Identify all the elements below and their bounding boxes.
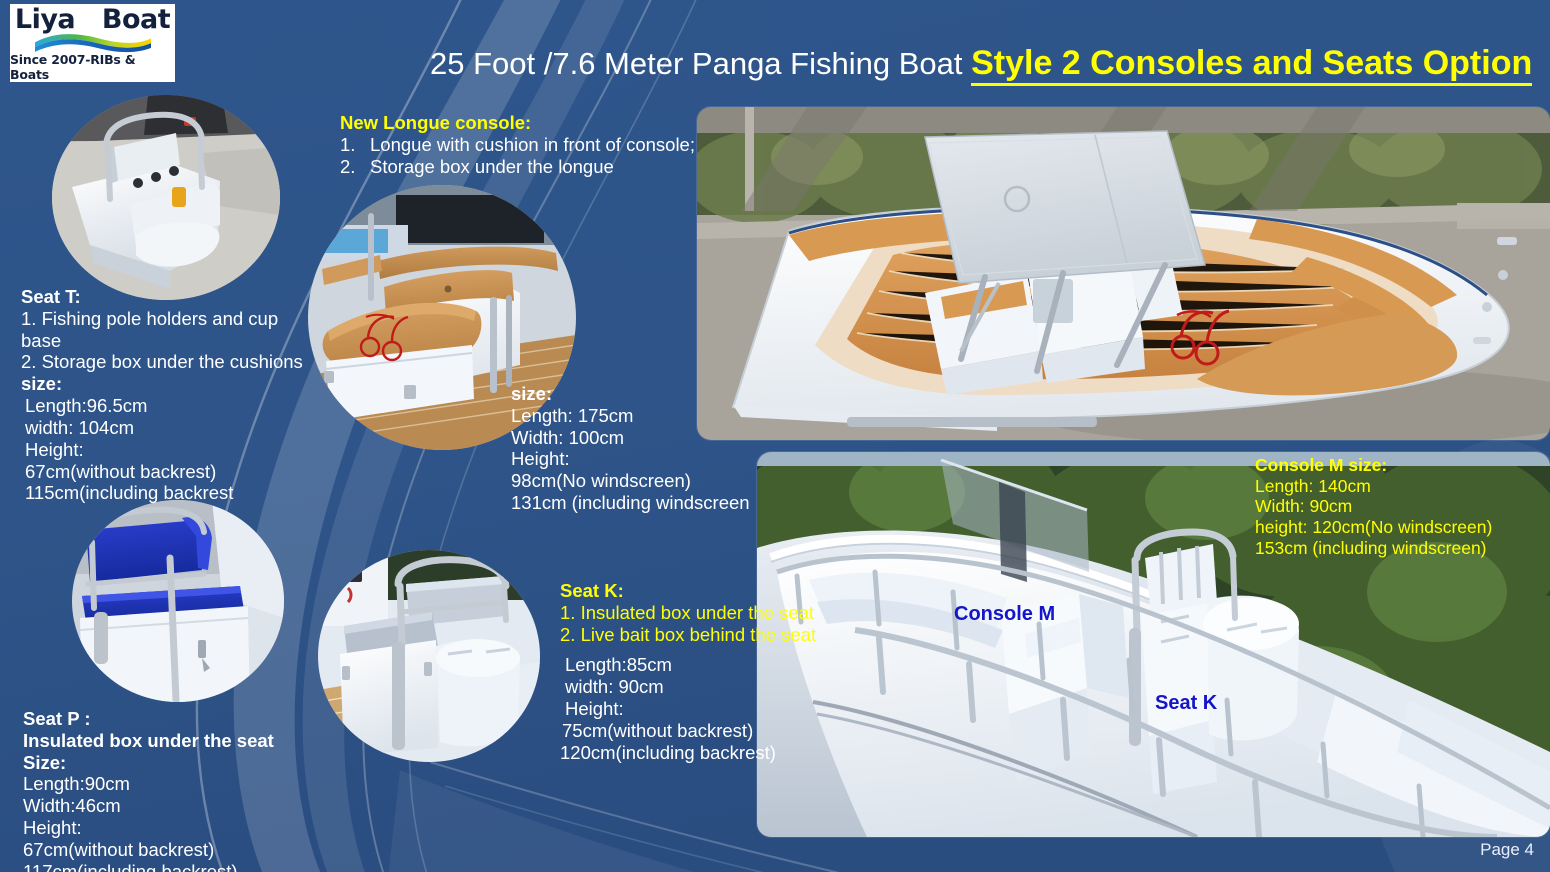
- seat-t-spec-2: width: 104cm: [25, 416, 134, 438]
- seat-t-feature-2: 2. Storage box under the cushions: [21, 351, 303, 373]
- console-m-spec-2: Width: 90cm: [1255, 496, 1353, 517]
- seat-t-spec-4: 67cm(without backrest): [25, 460, 217, 482]
- seat-p-title: Seat P :: [23, 708, 91, 729]
- longue-spec-4: 98cm(No windscreen): [511, 470, 691, 492]
- longue-console-list: 1. Longue with cushion in front of conso…: [340, 134, 710, 178]
- seat-k-title: Seat K:: [560, 580, 624, 601]
- seat-k-spec-3: Height:: [565, 698, 624, 720]
- longue-item-2-text: Storage box under the longue: [370, 155, 614, 177]
- seat-p-block: Seat P : Insulated box under the seat Si…: [23, 708, 323, 872]
- seat-p-spec-4: 67cm(without backrest): [23, 838, 215, 860]
- seat-p-spec-5: 117cm(including backrest): [23, 860, 238, 872]
- photo-seat-k: [318, 550, 540, 762]
- longue-spec-2: Width: 100cm: [511, 426, 625, 448]
- logo-dot-icon: [84, 4, 93, 35]
- seat-k-feature-1: 1. Insulated box under the seat: [560, 601, 815, 623]
- logo-tagline: Since 2007-RIBs & Boats: [10, 52, 136, 82]
- photo-seat-p: [72, 500, 284, 702]
- seat-t-size-label: size:: [21, 373, 63, 395]
- console-m-title: Console M size:: [1255, 455, 1388, 475]
- seat-k-block: Seat K: 1. Insulated box under the seat …: [560, 580, 840, 764]
- title-main: 25 Foot /7.6 Meter Panga Fishing Boat: [430, 46, 972, 81]
- seat-k-spec-4: 75cm(without backrest): [562, 719, 754, 741]
- list-item: 1. Longue with cushion in front of conso…: [340, 134, 710, 156]
- logo-word-boat: Boat: [101, 4, 171, 35]
- longue-item-1-text: Longue with cushion in front of console;: [370, 133, 695, 155]
- seat-k-feature-2: 2. Live bait box behind the seat: [560, 623, 817, 645]
- seat-t-feature-1: 1. Fishing pole holders and cup base: [21, 307, 279, 351]
- seat-p-subtitle: Insulated box under the seat: [23, 729, 274, 751]
- company-logo: Liya Boat Since 2007-RIBs: [10, 4, 175, 82]
- longue-item-2-number: 2.: [340, 155, 356, 177]
- longue-spec-3: Height:: [511, 448, 570, 470]
- console-m-block: Console M size: Length: 140cm Width: 90c…: [1255, 455, 1545, 558]
- console-m-spec-1: Length: 140cm: [1255, 475, 1371, 496]
- photo-label-console-m: Console M: [954, 603, 1056, 625]
- seat-t-spec-5: 115cm(including backrest: [25, 482, 234, 504]
- photo-boat-deck: [757, 452, 1550, 837]
- seat-t-spec-3: Height:: [25, 438, 84, 460]
- photo-seat-t: [52, 95, 280, 300]
- title-highlight: Style 2 Consoles and Seats Option: [971, 44, 1533, 86]
- seat-k-spec-5: 120cm(including backrest): [560, 741, 776, 763]
- longue-console-block: New Longue console: 1. Longue with cushi…: [340, 112, 710, 177]
- seat-k-spec-1: Length:85cm: [565, 654, 672, 676]
- logo-word-liya: Liya: [14, 4, 76, 35]
- seat-p-spec-3: Height:: [23, 817, 82, 839]
- longue-size-block: size: Length: 175cm Width: 100cm Height:…: [511, 383, 791, 514]
- page-number: Page 4: [1480, 840, 1534, 859]
- longue-spec-5: 131cm (including windscreen: [511, 492, 750, 514]
- seat-t-title: Seat T:: [21, 286, 81, 307]
- console-m-spec-3: height: 120cm(No windscreen): [1255, 516, 1493, 537]
- longue-item-1-number: 1.: [340, 133, 356, 155]
- seat-p-spec-2: Width:46cm: [23, 795, 121, 817]
- photo-label-seat-k: Seat K: [1155, 692, 1218, 714]
- logo-wordmark: Liya Boat: [14, 4, 171, 35]
- photo-boat-aerial: [697, 107, 1550, 440]
- seat-p-spec-1: Length:90cm: [23, 773, 130, 795]
- seat-p-size-label: Size:: [23, 751, 67, 773]
- console-m-spec-4: 153cm (including windscreen): [1255, 537, 1487, 558]
- longue-size-label: size:: [511, 383, 553, 404]
- page-title: 25 Foot /7.6 Meter Panga Fishing Boat St…: [430, 44, 1533, 86]
- seat-k-spec-2: width: 90cm: [565, 676, 664, 698]
- list-item: 2. Storage box under the longue: [340, 156, 710, 178]
- seat-t-block: Seat T: 1. Fishing pole holders and cup …: [21, 286, 321, 504]
- longue-spec-1: Length: 175cm: [511, 404, 634, 426]
- logo-wave-icon: [34, 34, 151, 53]
- seat-t-spec-1: Length:96.5cm: [25, 395, 148, 417]
- longue-console-title: New Longue console:: [340, 112, 532, 133]
